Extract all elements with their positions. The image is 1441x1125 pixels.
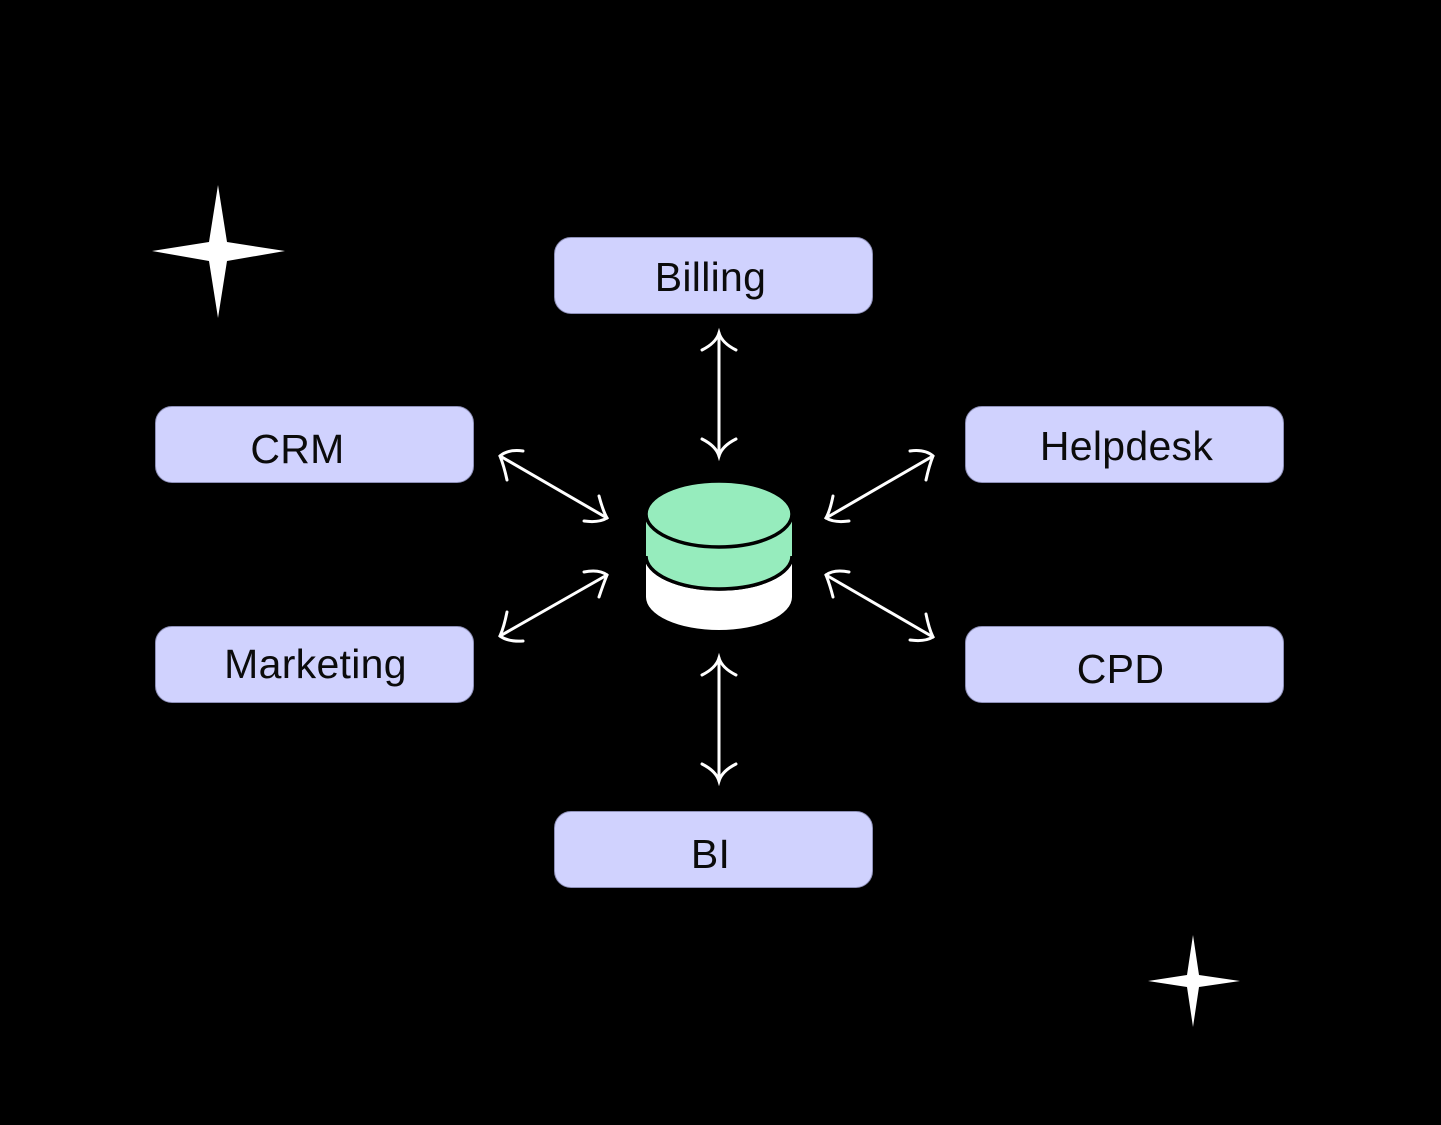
node-billing[interactable]: Billing [554, 237, 873, 314]
arrow-crm-database [498, 449, 610, 524]
node-label: Helpdesk [1039, 423, 1214, 469]
node-crm[interactable]: CRM [155, 406, 474, 483]
sparkle-icon [1148, 935, 1240, 1027]
node-label: CPD [1076, 646, 1165, 692]
arrow-bi-database [700, 652, 738, 787]
node-cpd[interactable]: CPD [965, 626, 1284, 703]
node-marketing[interactable]: Marketing [155, 626, 474, 703]
arrow-marketing-database [498, 569, 609, 643]
node-bi[interactable]: BI [554, 811, 873, 888]
node-label: Billing [654, 254, 767, 300]
node-label: CRM [250, 426, 345, 472]
database-icon[interactable] [644, 479, 794, 630]
node-label: Marketing [224, 641, 407, 687]
sparkle-icon [152, 185, 285, 318]
arrow-helpdesk-database [823, 449, 935, 524]
node-helpdesk[interactable]: Helpdesk [965, 406, 1284, 483]
arrow-cpd-database [824, 569, 935, 643]
arrow-billing-database [700, 327, 738, 462]
node-label: BI [690, 831, 731, 877]
